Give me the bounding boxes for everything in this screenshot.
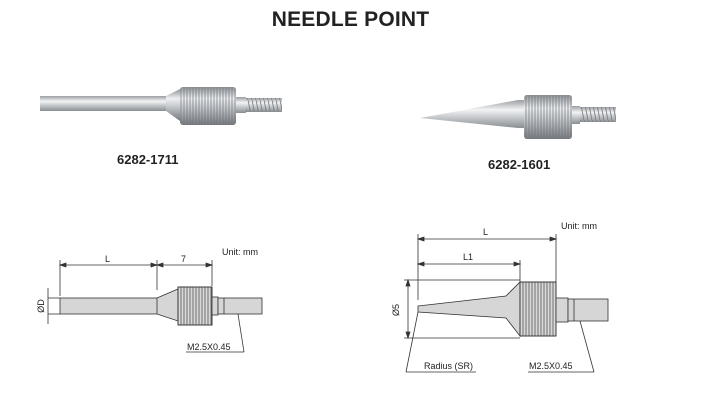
dim-label-7: 7 <box>181 254 186 264</box>
unit-label-right: Unit: mm <box>561 221 597 231</box>
thread-label-left: M2.5X0.45 <box>187 342 231 352</box>
product-code-6282-1711: 6282-1711 <box>117 152 179 167</box>
dim-label-diameter-left: ØD <box>36 299 46 313</box>
dim-label-diameter-right: Ø5 <box>391 304 401 316</box>
radius-label: Radius (SR) <box>424 361 473 371</box>
photo-6282-1601 <box>420 95 616 139</box>
rod-shaft <box>40 96 168 111</box>
needle-tip <box>420 100 526 128</box>
drawing-left <box>47 260 263 353</box>
dim-label-L1: L1 <box>463 252 473 262</box>
unit-label-left: Unit: mm <box>222 247 258 257</box>
dim-label-L-right: L <box>483 227 488 237</box>
dim-label-L-left: L <box>105 254 110 264</box>
page-title: NEEDLE POINT <box>271 8 430 31</box>
drawing-right <box>404 234 609 373</box>
rod-taper <box>166 89 180 121</box>
photo-6282-1711 <box>40 87 282 125</box>
product-code-6282-1601: 6282-1601 <box>488 157 551 172</box>
thread-label-right: M2.5X0.45 <box>529 361 573 371</box>
